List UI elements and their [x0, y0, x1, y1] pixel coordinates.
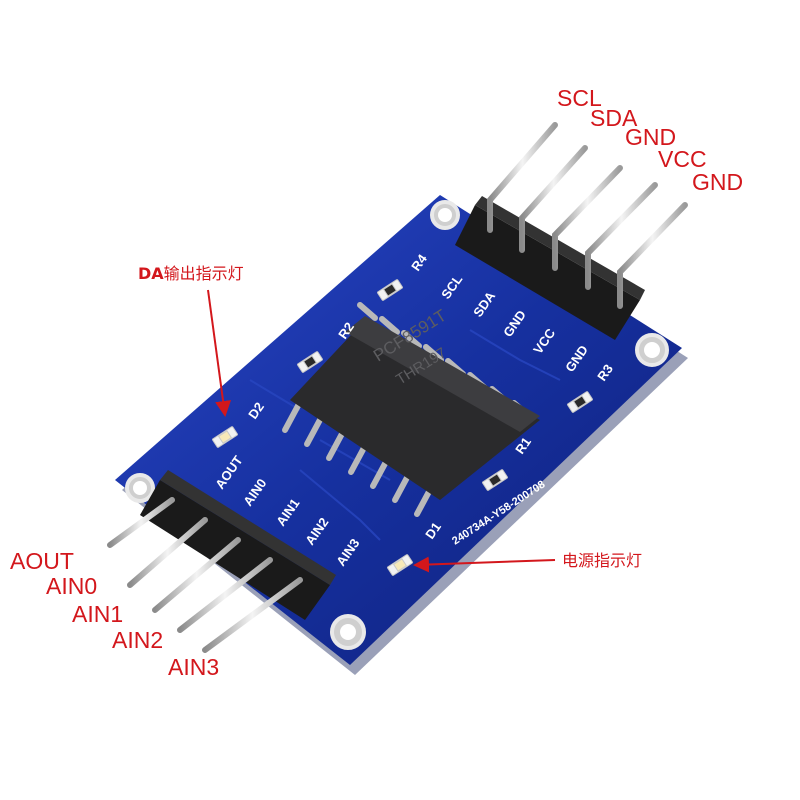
- label-gnd-1: GND: [625, 124, 677, 150]
- label-ain3: AIN3: [168, 654, 220, 680]
- pin-scl: [487, 122, 558, 233]
- annotation-arrows: [207, 289, 556, 573]
- pin-gnd-top2: [617, 202, 688, 309]
- pin-gnd-top: [552, 165, 623, 271]
- label-gnd-2: GND: [692, 169, 744, 195]
- label-sda: SDA: [590, 105, 638, 131]
- mounting-holes: [125, 200, 669, 650]
- arrow-power-led: [413, 556, 556, 573]
- resistor-r3: [567, 391, 593, 413]
- note-da-prefix: DA: [138, 264, 164, 283]
- pin-sda: [519, 145, 588, 253]
- arrow-da-led: [207, 289, 232, 417]
- pin-ain1: [152, 537, 241, 613]
- pin-vcc: [585, 182, 658, 290]
- smd-components: [212, 279, 593, 576]
- label-aout: AOUT: [10, 548, 74, 574]
- led-d2: [212, 426, 238, 448]
- pin-ain3: [202, 577, 303, 653]
- top-pin-header: [455, 122, 688, 340]
- label-ain0: AIN0: [46, 573, 98, 599]
- label-ain2: AIN2: [112, 627, 164, 653]
- resistor-r4: [377, 279, 403, 301]
- resistor-r2: [297, 351, 323, 373]
- pcf8591-chip: PCF8591T THR197: [282, 302, 540, 517]
- resistor-r1: [482, 469, 508, 491]
- pin-aout: [107, 497, 175, 548]
- pin-ain2: [177, 557, 273, 633]
- pin-ain0: [127, 517, 208, 588]
- led-d1: [387, 554, 413, 576]
- label-ain1: AIN1: [72, 601, 124, 627]
- note-da-output-led: DA输出指示灯: [138, 265, 244, 283]
- note-da-rest: 输出指示灯: [163, 264, 244, 283]
- note-power-led: 电源指示灯: [562, 551, 643, 570]
- label-scl: SCL: [557, 85, 602, 111]
- bottom-pin-header: [107, 470, 336, 653]
- label-vcc: VCC: [658, 146, 707, 172]
